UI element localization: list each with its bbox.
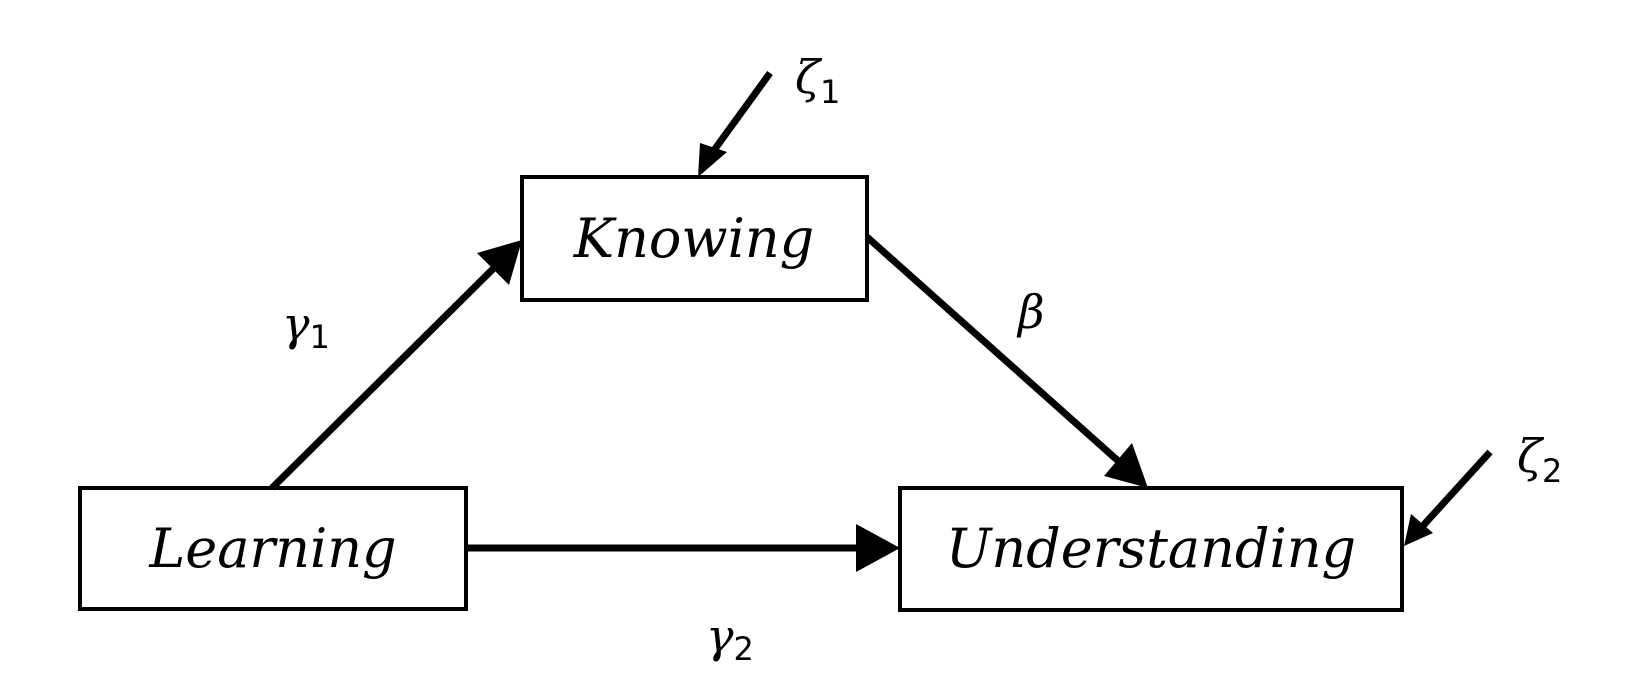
disturbance-zeta1-arrowhead: [698, 143, 727, 177]
path-gamma1-line: [269, 259, 503, 491]
disturbance-zeta1-line: [709, 70, 773, 156]
node-understanding-box: [898, 486, 1404, 612]
path-gamma2-arrowhead: [856, 524, 900, 572]
path-beta-line: [864, 234, 1128, 470]
disturbance-zeta1: ζ1: [698, 50, 840, 177]
node-knowing-label: Knowing: [573, 207, 814, 270]
node-learning-label: Learning: [148, 517, 396, 580]
path-beta: β: [864, 234, 1148, 488]
disturbance-zeta1-label: ζ1: [795, 50, 840, 111]
path-gamma1-label: γ1: [282, 297, 330, 356]
path-gamma1-arrowhead: [477, 240, 522, 285]
node-understanding-label: Understanding: [946, 517, 1356, 580]
disturbance-zeta2-arrowhead: [1404, 514, 1433, 546]
path-beta-arrowhead: [1104, 443, 1148, 488]
disturbance-zeta2: ζ2: [1404, 429, 1562, 546]
path-beta-label: β: [1016, 285, 1045, 339]
path-gamma1: γ1: [269, 240, 522, 491]
node-knowing: Knowing: [520, 175, 869, 302]
path-gamma2: γ2: [466, 524, 900, 668]
node-knowing-box: [520, 175, 869, 302]
node-learning-box: [78, 486, 468, 611]
node-understanding: Understanding: [898, 486, 1404, 612]
node-learning: Learning: [78, 486, 468, 611]
disturbance-zeta2-label: ζ2: [1517, 429, 1562, 490]
path-gamma2-label: γ2: [706, 609, 754, 668]
disturbance-zeta2-line: [1417, 449, 1493, 532]
